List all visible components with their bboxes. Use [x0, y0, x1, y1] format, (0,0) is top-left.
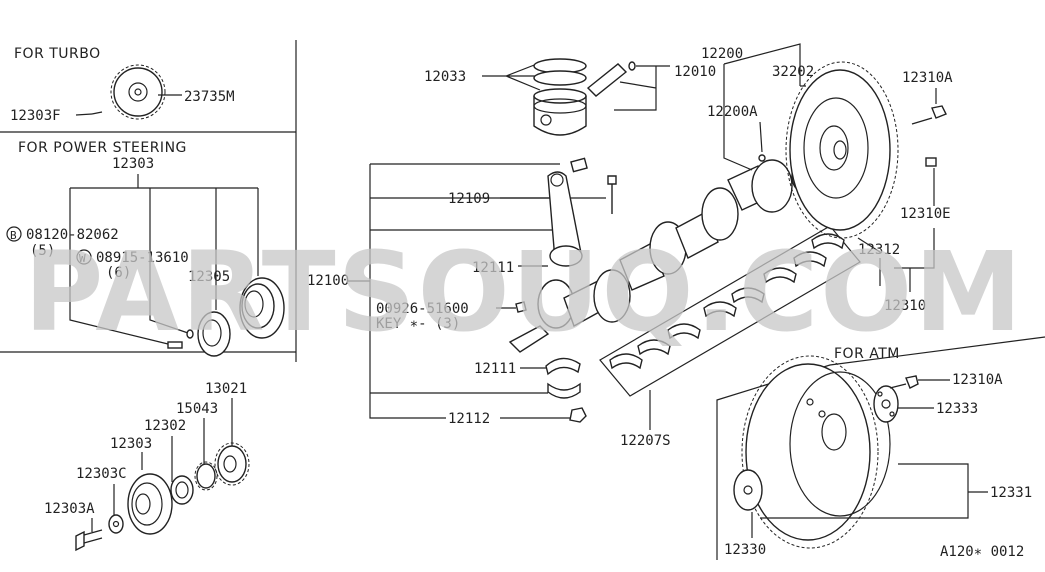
label-12200: 12200 — [701, 46, 743, 62]
label-12331: 12331 — [990, 485, 1032, 501]
crank-sprocket[interactable] — [214, 442, 250, 486]
label-12310A: 12310A — [902, 70, 953, 86]
flywheel-dowel[interactable] — [925, 157, 937, 167]
main-bearing-set[interactable] — [599, 225, 861, 397]
conrod-bolt[interactable] — [607, 175, 617, 214]
section-power-steering-title: FOR POWER STEERING — [18, 140, 187, 156]
bolt-type-b-symbol — [6, 226, 22, 242]
label-08120-82062: 08120-82062 — [26, 227, 119, 243]
turbo-sprocket[interactable] — [110, 64, 166, 120]
label-12303F: 12303F — [10, 108, 61, 124]
label-13021: 13021 — [205, 381, 247, 397]
flywheel-bolt[interactable] — [911, 105, 947, 125]
label-12109: 12109 — [448, 191, 490, 207]
crank-pulley[interactable] — [127, 473, 173, 535]
label-12112: 12112 — [448, 411, 490, 427]
label-12010: 12010 — [674, 64, 716, 80]
label-qty-6: (6) — [106, 265, 131, 281]
conrod-bearing-lower[interactable] — [547, 382, 581, 399]
label-key: KEY ∗- (3) — [376, 316, 460, 332]
watermark-text: PARTSOUQ.COM — [24, 228, 1024, 356]
label-12312: 12312 — [858, 242, 900, 258]
piston-pin-clip[interactable] — [628, 61, 636, 71]
diagram-reference-code: A120∗ 0012 — [940, 544, 1024, 560]
piston-pin[interactable] — [586, 63, 628, 97]
label-12207S: 12207S — [620, 433, 671, 449]
label-32202: 32202 — [772, 64, 814, 80]
power-steering-pulley[interactable] — [239, 277, 285, 339]
label-12305: 12305 — [188, 269, 230, 285]
label-12310A-atm: 12310A — [952, 372, 1003, 388]
crankshaft[interactable] — [508, 159, 809, 353]
label-12111a: 12111 — [472, 260, 514, 276]
label-12302: 12302 — [144, 418, 186, 434]
atm-drive-plate[interactable] — [741, 355, 891, 549]
label-12200A: 12200A — [707, 104, 758, 120]
crank-pulley-bolt[interactable] — [75, 529, 103, 552]
piston[interactable] — [533, 88, 587, 136]
atm-rear-plate[interactable] — [733, 469, 763, 511]
conrod-nut[interactable] — [569, 407, 587, 423]
conrod-small-end-bushing[interactable] — [570, 157, 588, 173]
washer-type-w-symbol — [76, 249, 92, 265]
symbol-b: B — [10, 229, 17, 242]
label-12033: 12033 — [424, 69, 466, 85]
ps-washer[interactable] — [186, 329, 194, 339]
label-00926-51600: 00926-51600 — [376, 301, 469, 317]
conrod-bearing-upper[interactable] — [545, 357, 581, 376]
atm-bolt[interactable] — [889, 375, 919, 389]
power-steering-spacer[interactable] — [197, 311, 231, 357]
crank-pulley-washer[interactable] — [108, 514, 124, 534]
label-12303-ps: 12303 — [112, 156, 154, 172]
ps-bolt[interactable] — [167, 341, 183, 349]
label-12111b: 12111 — [474, 361, 516, 377]
label-23735M: 23735M — [184, 89, 235, 105]
oil-pump-drive-gear[interactable] — [194, 461, 218, 491]
turbo-pin[interactable] — [91, 111, 103, 115]
section-atm-title: FOR ATM — [834, 346, 900, 362]
label-12303A: 12303A — [44, 501, 95, 517]
section-turbo-title: FOR TURBO — [14, 46, 101, 62]
label-12100: 12100 — [307, 273, 349, 289]
label-12330: 12330 — [724, 542, 766, 558]
pilot-bushing[interactable] — [758, 154, 766, 162]
label-12303C: 12303C — [76, 466, 127, 482]
atm-reinforcement-plate[interactable] — [873, 385, 899, 423]
crankshaft-key[interactable] — [515, 301, 527, 313]
label-12303b: 12303 — [110, 436, 152, 452]
symbol-w: W — [79, 252, 86, 265]
label-qty-5: (5) — [30, 243, 55, 259]
label-12310: 12310 — [884, 298, 926, 314]
label-15043: 15043 — [176, 401, 218, 417]
piston-rings[interactable] — [533, 58, 587, 86]
label-12333: 12333 — [936, 401, 978, 417]
label-12310E: 12310E — [900, 206, 951, 222]
connecting-rod[interactable] — [547, 171, 583, 267]
flywheel[interactable] — [785, 61, 899, 239]
crank-oil-seal[interactable] — [170, 475, 194, 505]
label-08915-13610: 08915-13610 — [96, 250, 189, 266]
